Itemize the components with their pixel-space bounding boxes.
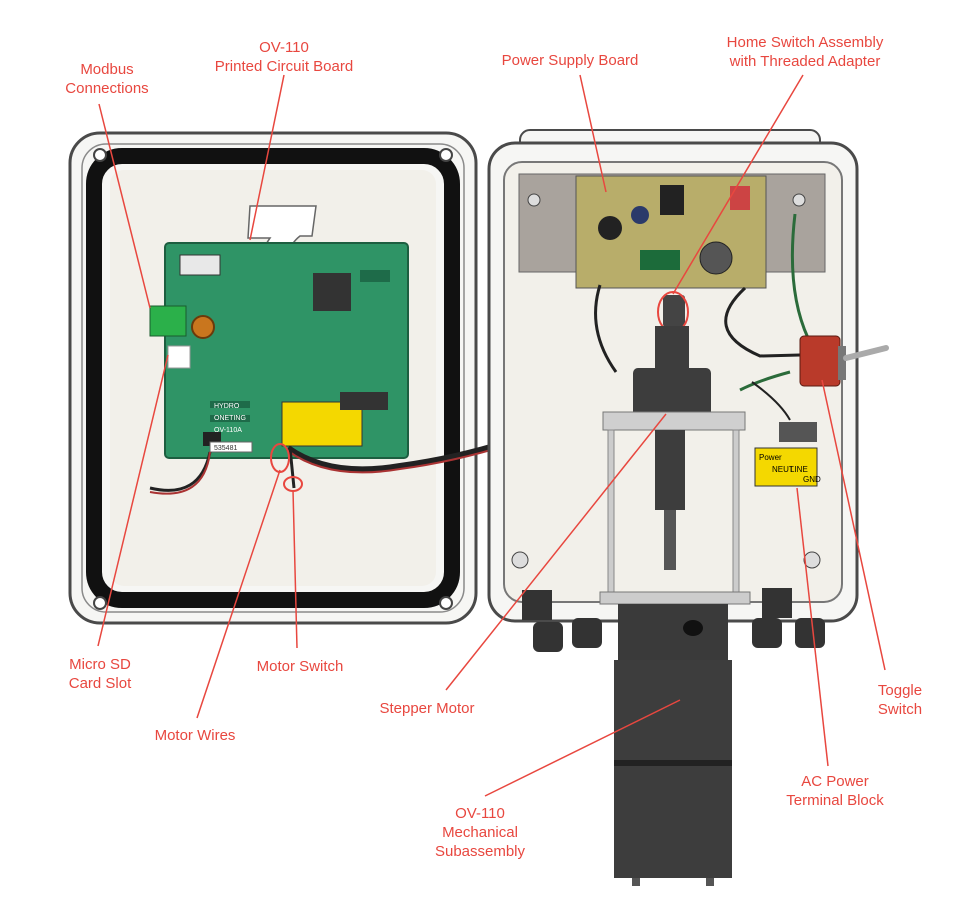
ac-power-terminal-block: Power NEUT LINE GND — [754, 422, 821, 487]
label-stepper-motor: Stepper Motor — [362, 699, 492, 718]
screw-icon — [792, 193, 806, 207]
screw-icon — [439, 148, 453, 162]
label-motor-switch: Motor Switch — [240, 657, 360, 676]
home-switch — [663, 295, 685, 327]
label-mechanical-subassembly: OV-110 Mechanical Subassembly — [420, 804, 540, 861]
label-motor-wires: Motor Wires — [140, 726, 250, 745]
board-model: OV-110A — [214, 427, 242, 434]
screw-icon — [439, 596, 453, 610]
label-line: Card Slot — [68, 675, 132, 692]
label-pcb: OV-110 Printed Circuit Board — [194, 38, 374, 76]
stepper-motor-assembly — [599, 326, 751, 605]
label-line: Terminal Block — [786, 792, 884, 809]
board-serial: 535481 — [214, 445, 237, 452]
screw-icon — [803, 551, 821, 569]
label-line: Toggle — [877, 682, 923, 699]
label-micro-sd: Micro SD Card Slot — [50, 655, 150, 693]
terminal-label-3: GND — [803, 475, 821, 484]
label-power-supply-board: Power Supply Board — [480, 51, 660, 70]
label-line: Modbus — [80, 61, 134, 78]
mechanical-subassembly — [614, 604, 732, 886]
screw-icon — [93, 596, 107, 610]
board-brand-line2: ONETING — [214, 415, 246, 422]
terminal-label-0: Power — [759, 453, 782, 462]
label-line: with Threaded Adapter — [729, 53, 881, 70]
label-line: Printed Circuit Board — [214, 58, 354, 75]
label-line: AC Power — [801, 773, 869, 790]
gasket-icon — [86, 148, 460, 608]
label-line: Motor Switch — [256, 658, 344, 675]
label-line: Home Switch Assembly — [726, 34, 884, 51]
screw-icon — [93, 148, 107, 162]
screw-icon — [527, 193, 541, 207]
toggle-switch — [799, 335, 889, 387]
label-modbus-connections: Modbus Connections — [57, 60, 157, 98]
label-line: OV-110 — [259, 39, 309, 56]
power-supply-board — [575, 175, 767, 289]
leader-lines — [97, 74, 886, 797]
label-home-switch: Home Switch Assembly with Threaded Adapt… — [700, 33, 910, 71]
label-line: OV-110 — [455, 805, 505, 822]
label-line: Stepper Motor — [379, 700, 475, 717]
label-line: Micro SD — [69, 656, 131, 673]
label-line: Mechanical — [442, 824, 518, 841]
board-brand-line1: HYDRO — [214, 403, 240, 410]
screw-icon — [511, 551, 529, 569]
terminal-label-2: LINE — [790, 465, 808, 474]
label-ac-power: AC Power Terminal Block — [770, 772, 900, 810]
label-line: Motor Wires — [154, 727, 236, 744]
cable-gland-icon — [522, 588, 825, 652]
label-line: Subassembly — [434, 843, 526, 860]
terminal-label-1: NEUT — [772, 465, 794, 474]
pcb-board: HYDRO ONETING OV-110A 535481 — [149, 242, 409, 459]
label-toggle-switch: Toggle Switch — [860, 681, 940, 719]
label-line: Connections — [65, 80, 149, 97]
label-line: Power Supply Board — [501, 52, 639, 69]
label-line: Switch — [877, 701, 923, 718]
